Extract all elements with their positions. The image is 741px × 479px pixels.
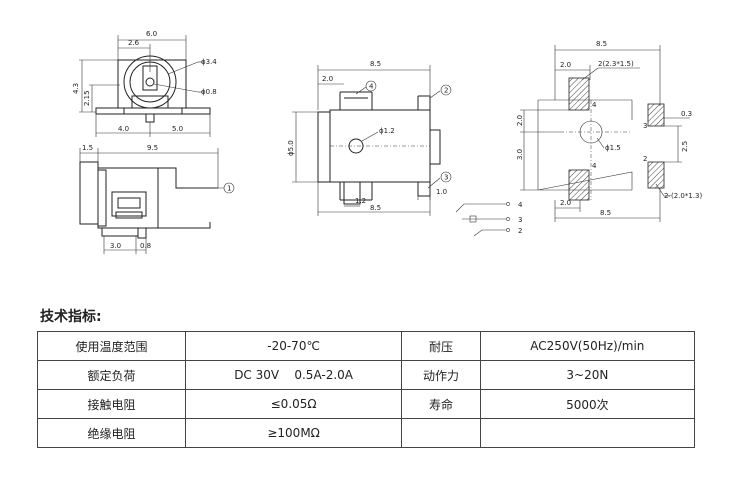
pcb-dim-2.0-bottom: 2.0 [560,199,571,207]
dim-2.0-top: 2.0 [322,75,333,83]
pcb-pad-size-right: 2-(2.0*1.3) [664,192,702,200]
dim-4.0: 4.0 [118,125,129,133]
table-row: 绝缘电阻 ≥100MΩ [37,418,696,448]
dim-9.5: 9.5 [147,144,158,152]
dim-phi-0.8: ϕ0.8 [201,88,217,96]
dim-height-4.3: 4.3 [72,83,80,94]
pcb-pad-size-top: 2(2.3*1.5) [598,60,634,68]
pcb-pin-4-top: 4 [592,101,597,109]
dim-2.6: 2.6 [128,39,140,47]
dim-8.5-top: 8.5 [370,60,381,68]
callout-3: 3 [444,174,448,182]
spec-label: 额定负荷 [37,360,186,390]
top-view: 8.5 2.0 ϕ1.2 ϕ5.0 4 2 3 1.2 [287,60,452,216]
callout-2: 2 [444,87,448,95]
pcb-dim-2.0-top: 2.0 [560,61,571,69]
specs-table: 使用温度范围 -20-70℃ 耐压 AC250V(50Hz)/min 额定负荷 … [37,331,696,448]
front-view: 6.0 2.6 ϕ3.4 ϕ0.8 4.3 2.15 [72,30,217,137]
dim-1.0-top: 1.0 [436,188,447,196]
dim-1.2-top: 1.2 [355,197,366,205]
spec-value: ≥100MΩ [184,418,403,448]
dim-1.5: 1.5 [82,144,93,152]
spec-label: 使用温度范围 [37,331,186,361]
pin-3: 3 [518,216,522,224]
spec-label: 绝缘电阻 [37,418,186,448]
spec-label: 动作力 [401,360,481,390]
spec-value [479,418,696,448]
pcb-dim-0.3: 0.3 [681,110,692,118]
pcb-dim-2.5: 2.5 [681,141,689,152]
spec-value: 3~20N [479,360,696,390]
spec-value: ≤0.05Ω [184,389,403,419]
spec-value: 5000次 [479,389,696,419]
dim-phi-3.4: ϕ3.4 [201,58,217,66]
callout-1: 1 [227,185,231,193]
technical-drawing: 6.0 2.6 ϕ3.4 ϕ0.8 4.3 2.15 [72,30,702,254]
spec-label: 接触电阻 [37,389,186,419]
pcb-dim-8.5-top: 8.5 [596,40,607,48]
pin-4: 4 [518,201,523,209]
table-row: 额定负荷 DC 30V 0.5A-2.0A 动作力 3~20N [37,360,696,390]
pin-2: 2 [518,227,522,235]
dim-5.0: 5.0 [172,125,183,133]
spec-value: DC 30V 0.5A-2.0A [184,360,403,390]
dim-8.5-bottom: 8.5 [370,204,381,212]
pcb-dim-8.5-bottom: 8.5 [600,209,611,217]
dim-3.0: 3.0 [110,242,121,250]
pcb-pin-2: 2 [643,155,647,163]
callout-4: 4 [369,83,374,91]
dim-phi-1.2: ϕ1.2 [379,127,395,135]
pin-symbol: 4 3 2 [455,201,523,237]
pcb-pin-4-bottom: 4 [592,162,597,170]
pcb-layout: 8.5 2.0 2(2.3*1.5) ϕ1.5 2.0 3.0 4 3 4 2 [516,40,702,222]
pcb-dim-3.0-left: 3.0 [516,149,524,160]
dim-width-6.0: 6.0 [146,30,157,38]
spec-label [401,418,481,448]
pcb-dim-2.0-left: 2.0 [516,115,524,126]
dim-phi-5.0: ϕ5.0 [287,140,295,156]
table-row: 接触电阻 ≤0.05Ω 寿命 5000次 [37,389,696,419]
side-view: 1.5 9.5 1 3.0 0.8 [79,144,235,254]
spec-value: -20-70℃ [184,331,403,361]
dim-0.8: 0.8 [140,242,151,250]
spec-label: 寿命 [401,389,481,419]
table-row: 使用温度范围 -20-70℃ 耐压 AC250V(50Hz)/min [37,331,696,361]
spec-value: AC250V(50Hz)/min [479,331,696,361]
dim-2.15: 2.15 [83,90,91,106]
section-title: 技术指标: [40,309,102,325]
pcb-pin-3: 3 [643,122,647,130]
pcb-dim-phi-1.5: ϕ1.5 [605,144,621,152]
spec-label: 耐压 [401,331,481,361]
